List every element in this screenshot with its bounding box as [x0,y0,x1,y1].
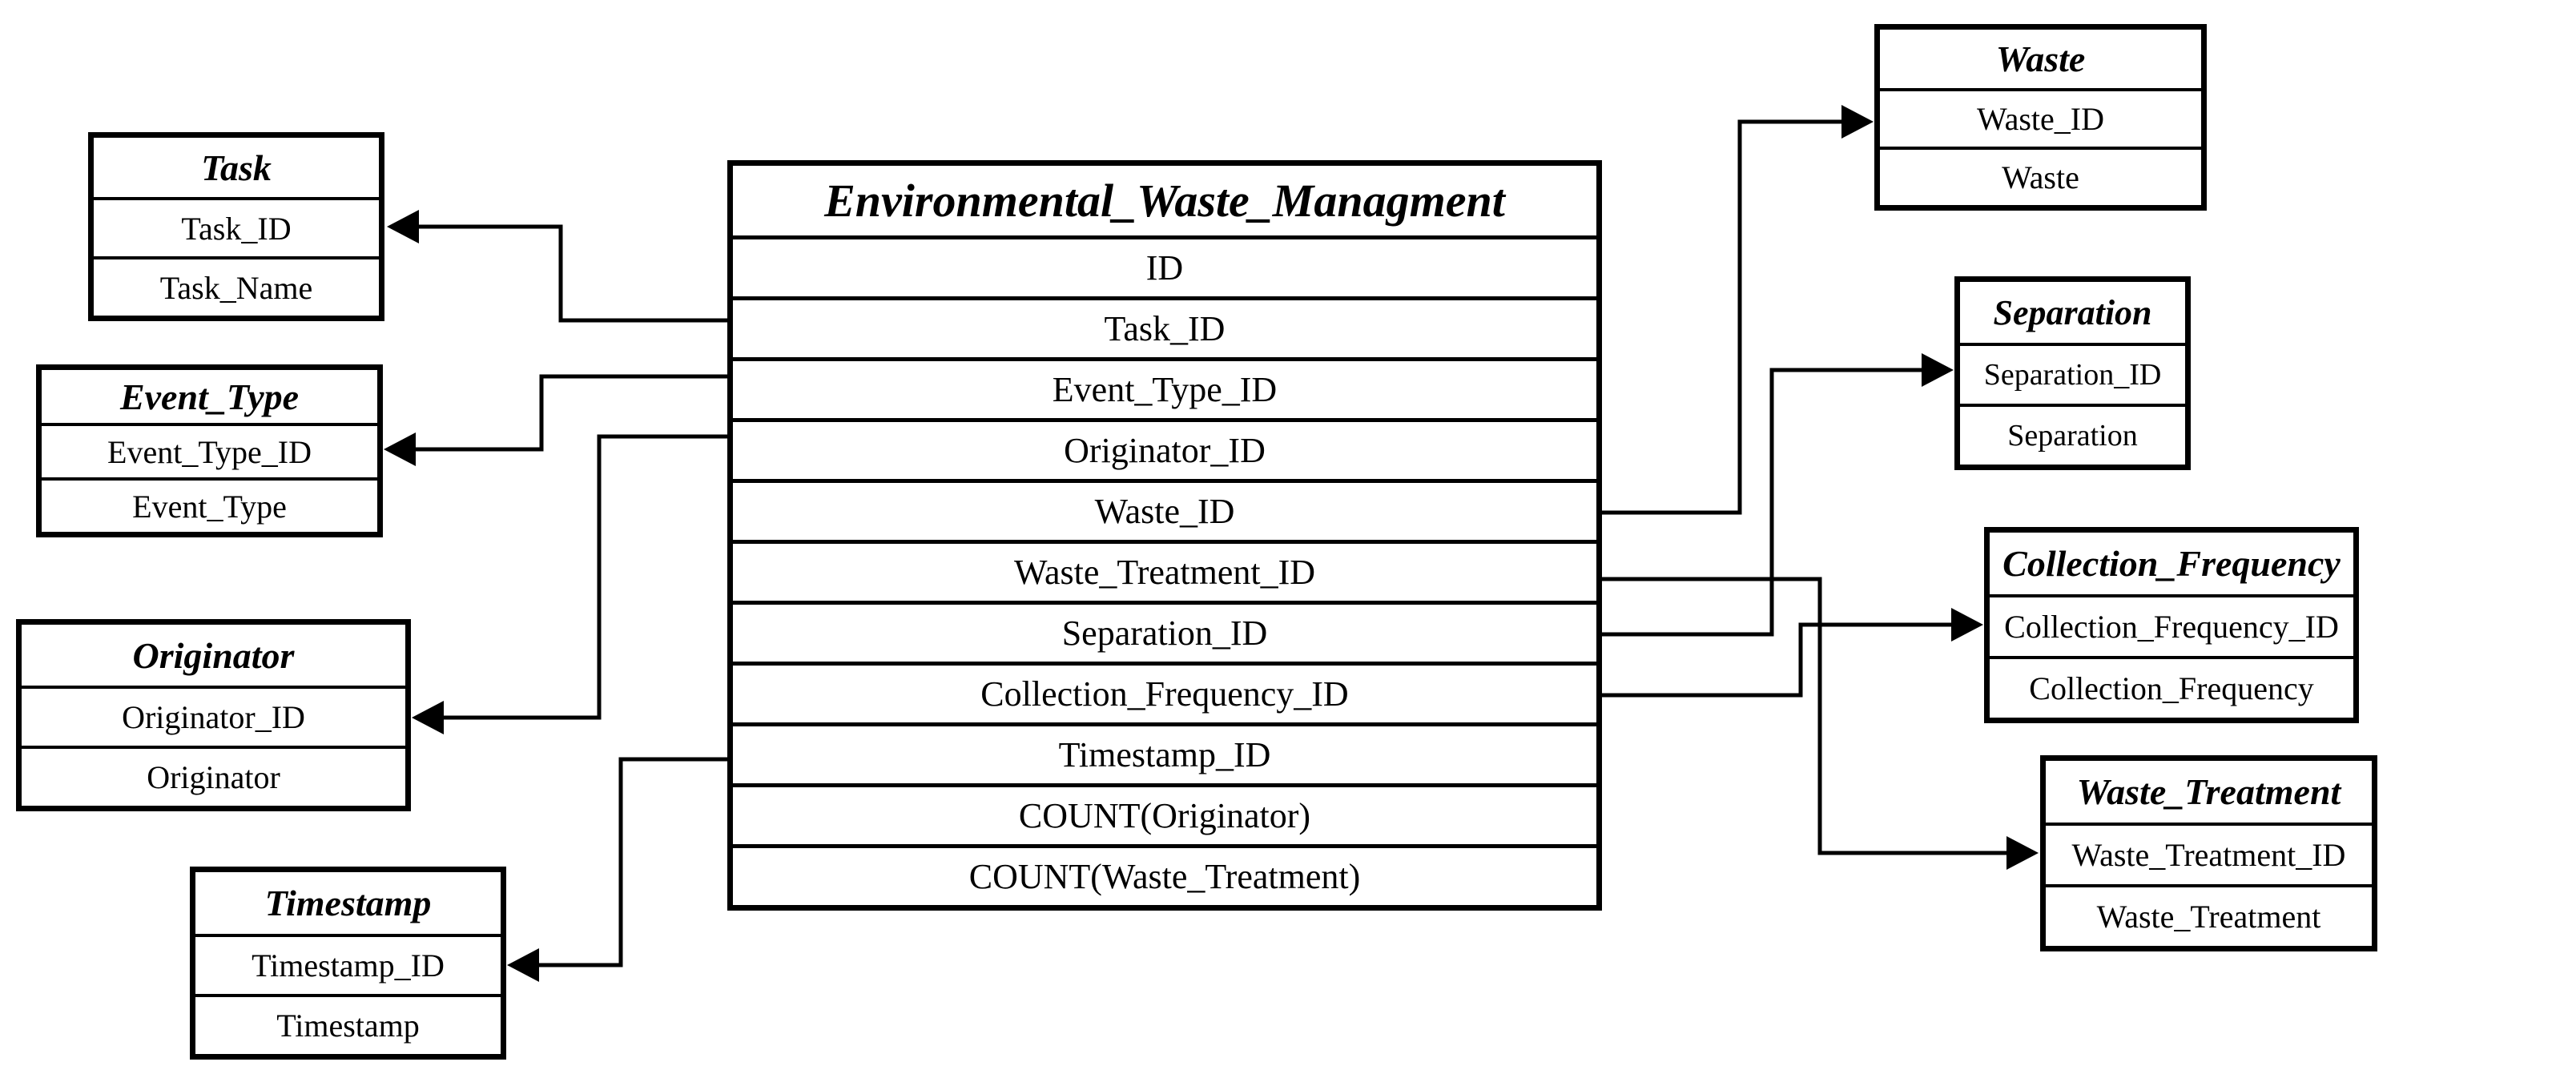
table-timestamp-field-timestamp: Timestamp [195,994,501,1054]
connector-waste [1602,119,1844,515]
table-event-type-field-event-type-id: Event_Type_ID [42,423,377,477]
table-task-field-task-id: Task_ID [94,197,379,256]
connector-task [417,224,727,323]
table-waste-title: Waste [1995,38,2086,79]
field-count-originator: COUNT(Originator) [733,783,1596,844]
table-waste: Waste Waste_ID Waste [1874,24,2207,211]
table-task-title: Task [201,147,272,188]
connector-event-type [413,374,727,452]
table-collection-frequency-field-collection-frequency: Collection_Frequency [1990,656,2353,718]
connector-timestamp-arrowhead [507,948,539,982]
connector-collection-frequency-arrowhead [1951,608,1983,642]
table-separation-title: Separation [1993,292,2152,332]
field-waste-treatment-id: Waste_Treatment_ID [733,540,1596,601]
table-originator-field-originator: Originator [22,746,405,806]
field-id: ID [733,235,1596,296]
field-event-type-id: Event_Type_ID [733,357,1596,418]
table-event-type-field-event-type: Event_Type [42,477,377,532]
table-timestamp-field-timestamp-id: Timestamp_ID [195,934,501,994]
table-separation-field-separation-id: Separation_ID [1960,343,2185,404]
field-waste-id: Waste_ID [733,479,1596,540]
table-originator-title: Originator [132,634,295,676]
table-originator: Originator Originator_ID Originator [16,619,411,811]
connector-waste-treatment [1602,577,2009,855]
table-waste-field-waste: Waste [1880,147,2201,205]
table-waste-treatment: Waste_Treatment Waste_Treatment_ID Waste… [2040,755,2377,951]
table-waste-treatment-field-waste-treatment: Waste_Treatment [2046,884,2372,946]
table-timestamp-title: Timestamp [264,883,432,923]
table-environmental-waste-managment-title: Environmental_Waste_Managment [824,175,1505,227]
table-event-type-title: Event_Type [119,376,300,417]
connector-event-type-arrowhead [384,432,416,466]
table-collection-frequency: Collection_Frequency Collection_Frequenc… [1984,527,2359,723]
table-separation-field-separation: Separation [1960,404,2185,465]
table-collection-frequency-title: Collection_Frequency [2002,543,2341,584]
field-separation-id: Separation_ID [733,601,1596,662]
table-waste-treatment-title: Waste_Treatment [2076,771,2341,812]
table-timestamp: Timestamp Timestamp_ID Timestamp [190,867,506,1060]
field-timestamp-id: Timestamp_ID [733,722,1596,783]
table-collection-frequency-field-collection-frequency-id: Collection_Frequency_ID [1990,594,2353,656]
field-count-waste-treatment: COUNT(Waste_Treatment) [733,844,1596,905]
connector-waste-arrowhead [1841,105,1874,139]
field-originator-id: Originator_ID [733,418,1596,479]
connector-originator [441,434,727,720]
connector-separation-arrowhead [1922,353,1954,387]
connector-timestamp [537,757,727,967]
table-environmental-waste-managment: Environmental_Waste_Managment ID Task_ID… [727,160,1602,911]
connector-task-arrowhead [387,210,419,243]
connector-separation [1602,368,1924,637]
table-task: Task Task_ID Task_Name [88,132,384,321]
field-task-id: Task_ID [733,296,1596,357]
connector-waste-treatment-arrowhead [2006,836,2039,870]
field-collection-frequency-id: Collection_Frequency_ID [733,662,1596,722]
table-task-field-task-name: Task_Name [94,256,379,316]
table-waste-field-waste-id: Waste_ID [1880,88,2201,147]
table-originator-field-originator-id: Originator_ID [22,686,405,746]
table-separation: Separation Separation_ID Separation [1954,276,2191,470]
table-event-type: Event_Type Event_Type_ID Event_Type [36,364,383,537]
table-waste-treatment-field-waste-treatment-id: Waste_Treatment_ID [2046,823,2372,884]
connector-collection-frequency [1602,622,1954,698]
connector-originator-arrowhead [412,701,444,734]
